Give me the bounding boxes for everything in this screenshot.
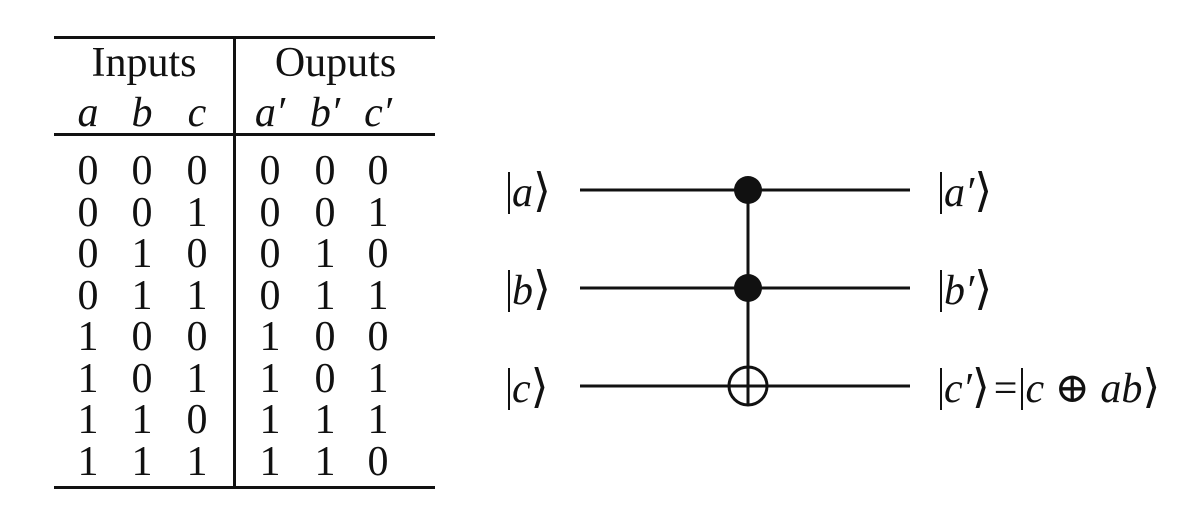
table-cell: 0 bbox=[367, 148, 389, 194]
table-cell: 1 bbox=[259, 355, 281, 402]
table-cell: 0 bbox=[77, 148, 99, 194]
column-header-c: c bbox=[187, 90, 207, 136]
table-cell: 0 bbox=[259, 189, 281, 236]
table-cell: 0 bbox=[259, 272, 281, 319]
table-cell: 1 bbox=[186, 438, 208, 485]
table-cell: 1 bbox=[314, 397, 336, 443]
toffoli-circuit: a⟩ b⟩ c⟩ a′⟩ b′⟩ c′⟩=c ⊕ ab⟩ bbox=[470, 0, 1200, 521]
table-cell: 0 bbox=[77, 272, 99, 319]
column-header-a: a bbox=[77, 90, 99, 136]
table-cell: 0 bbox=[186, 397, 208, 443]
table-cell: 1 bbox=[367, 397, 389, 443]
table-cell: 0 bbox=[259, 148, 281, 194]
table-cell: 1 bbox=[186, 272, 208, 319]
table-cell: 1 bbox=[131, 272, 153, 319]
column-header-b: b bbox=[131, 90, 153, 136]
control-dot-b bbox=[734, 274, 762, 302]
inputs-group-header: Inputs bbox=[91, 40, 197, 86]
table-cell: 0 bbox=[314, 355, 336, 402]
table-cell: 0 bbox=[77, 231, 99, 277]
table-cell: 1 bbox=[367, 355, 389, 402]
table-cell: 1 bbox=[259, 438, 281, 485]
table-cell: 1 bbox=[131, 231, 153, 277]
table-cell: 1 bbox=[77, 397, 99, 443]
table-divider bbox=[233, 36, 236, 488]
table-cell: 0 bbox=[367, 438, 389, 485]
column-header-c-prime: c′ bbox=[364, 90, 392, 136]
table-cell: 1 bbox=[314, 272, 336, 319]
output-ket-b-prime: b′⟩ bbox=[940, 263, 992, 316]
circuit-diagram bbox=[580, 176, 910, 407]
table-cell: 1 bbox=[77, 355, 99, 402]
outputs-group-header: Ouputs bbox=[274, 40, 397, 86]
equals-sign: = bbox=[993, 366, 1018, 412]
table-cell: 1 bbox=[259, 397, 281, 443]
table-cell: 0 bbox=[131, 189, 153, 236]
table-cell: 1 bbox=[314, 231, 336, 277]
table-header-rule bbox=[54, 133, 435, 136]
table-cell: 0 bbox=[186, 148, 208, 194]
table-cell: 0 bbox=[186, 314, 208, 360]
output-ket-c-prime: c′⟩=c ⊕ ab⟩ bbox=[940, 361, 1160, 414]
table-cell: 0 bbox=[186, 231, 208, 277]
table-cell: 0 bbox=[77, 189, 99, 236]
table-cell: 0 bbox=[259, 231, 281, 277]
table-cell: 1 bbox=[367, 189, 389, 236]
table-cell: 1 bbox=[367, 272, 389, 319]
table-cell: 1 bbox=[131, 397, 153, 443]
table-cell: 0 bbox=[314, 148, 336, 194]
target-expression: c ⊕ ab bbox=[1025, 366, 1143, 412]
table-top-rule bbox=[54, 36, 435, 39]
input-ket-b: b⟩ bbox=[508, 263, 551, 316]
input-ket-c: c⟩ bbox=[508, 361, 549, 414]
table-bottom-rule bbox=[54, 486, 435, 489]
table-cell: 0 bbox=[131, 148, 153, 194]
input-ket-a: a⟩ bbox=[508, 165, 551, 218]
table-cell: 1 bbox=[186, 355, 208, 402]
table-cell: 0 bbox=[367, 314, 389, 360]
table-cell: 0 bbox=[367, 231, 389, 277]
column-header-a-prime: a′ bbox=[254, 90, 286, 136]
table-cell: 0 bbox=[131, 314, 153, 360]
table-cell: 1 bbox=[186, 189, 208, 236]
table-cell: 1 bbox=[314, 438, 336, 485]
table-cell: 1 bbox=[259, 314, 281, 360]
table-cell: 1 bbox=[77, 438, 99, 485]
table-cell: 0 bbox=[314, 189, 336, 236]
control-dot-a bbox=[734, 176, 762, 204]
table-cell: 1 bbox=[77, 314, 99, 360]
column-header-b-prime: b′ bbox=[309, 90, 341, 136]
table-cell: 0 bbox=[131, 355, 153, 402]
output-ket-a-prime: a′⟩ bbox=[940, 165, 992, 218]
table-cell: 1 bbox=[131, 438, 153, 485]
table-cell: 0 bbox=[314, 314, 336, 360]
